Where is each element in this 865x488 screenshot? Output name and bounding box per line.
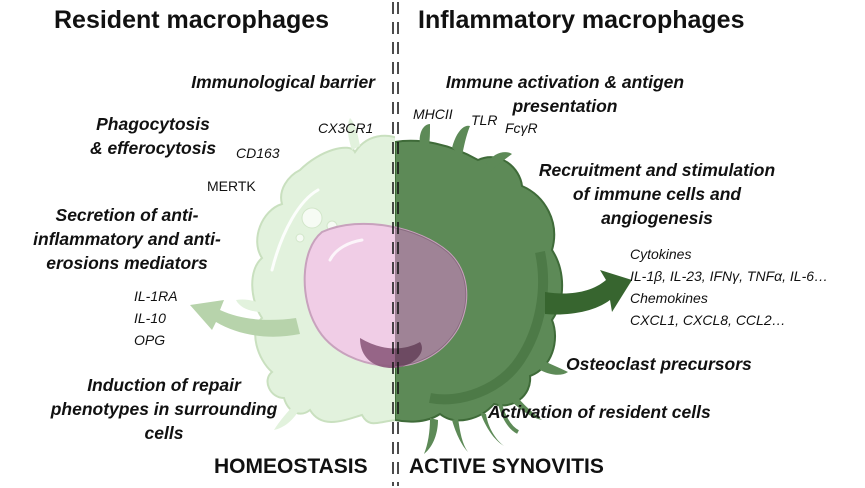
mediator-opg: OPG <box>134 332 166 348</box>
inflammatory-pseudopod <box>508 392 542 420</box>
inflammatory-pseudopod <box>452 418 468 452</box>
inflammatory-pseudopod <box>452 125 470 156</box>
footer-homeostasis: HOMEOSTASIS <box>214 455 368 478</box>
label-repair: Induction of repair phenotypes in surrou… <box>44 373 284 445</box>
mediator-cytokines: IL-1β, IL-23, IFNγ, TNFα, IL-6… <box>630 268 829 284</box>
label-line: Secretion of anti- <box>55 205 199 225</box>
label-immunological-barrier: Immunological barrier <box>191 72 375 92</box>
inflammatory-pseudopod <box>498 403 520 434</box>
inflammatory-pseudopod <box>480 412 504 446</box>
center-divider <box>392 2 399 486</box>
label-activation-resident: Activation of resident cells <box>488 402 711 422</box>
label-line: angiogenesis <box>601 208 713 228</box>
title-resident: Resident macrophages <box>54 6 330 34</box>
resident-pseudopod <box>236 299 268 312</box>
right-mediators-list: Cytokines IL-1β, IL-23, IFNγ, TNFα, IL-6… <box>630 243 828 331</box>
label-line: phenotypes in surrounding <box>50 399 278 419</box>
label-line: Phagocytosis <box>96 114 210 134</box>
label-line: erosions mediators <box>46 253 208 273</box>
inflammatory-pseudopod <box>486 152 512 172</box>
marker-cx3cr1: CX3CR1 <box>318 120 374 136</box>
inflammatory-pseudopod <box>424 418 438 454</box>
label-immune-activation: Immune activation & antigen presentation <box>420 70 710 118</box>
label-line: Induction of repair <box>87 375 241 395</box>
marker-fcgr: FcγR <box>505 120 538 136</box>
label-secretion: Secretion of anti- inflammatory and anti… <box>28 203 226 275</box>
label-line: Immune activation & antigen <box>445 72 685 92</box>
inflammatory-shadow <box>429 250 549 405</box>
vesicle <box>301 207 323 229</box>
mediator-il10: IL-10 <box>134 310 166 326</box>
nucleus-highlight <box>328 238 364 262</box>
label-line: presentation <box>512 96 618 116</box>
marker-tlr: TLR <box>471 112 498 128</box>
label-line: of immune cells and <box>572 184 742 204</box>
label-osteoclast-precursors: Osteoclast precursors <box>566 354 752 374</box>
membrane-highlight <box>270 188 320 272</box>
marker-cd163: CD163 <box>236 145 280 161</box>
resident-pseudopod <box>347 118 360 150</box>
right-arrow <box>545 270 632 315</box>
mediator-chemokines: CXCL1, CXCL8, CCL2… <box>630 312 786 328</box>
nucleus-fold <box>360 338 422 368</box>
footer-active-synovitis: ACTIVE SYNOVITIS <box>409 455 604 478</box>
vesicle <box>295 233 305 243</box>
left-mediators-list: IL-1RA IL-10 OPG <box>134 285 178 351</box>
label-recruitment: Recruitment and stimulation of immune ce… <box>524 158 790 230</box>
resident-pseudopod <box>274 402 300 430</box>
left-arrow <box>190 300 300 337</box>
title-inflammatory: Inflammatory macrophages <box>418 6 745 34</box>
label-phagocytosis: Phagocytosis & efferocytosis <box>78 112 228 160</box>
mediator-chemokines-heading: Chemokines <box>630 290 708 306</box>
marker-mhcii: MHCII <box>413 106 453 122</box>
marker-mertk: MERTK <box>207 178 256 194</box>
mediator-il1ra: IL-1RA <box>134 288 178 304</box>
nucleus-body <box>303 222 468 368</box>
inflammatory-pseudopod <box>540 360 568 375</box>
label-line: Recruitment and stimulation <box>538 160 776 180</box>
label-line: cells <box>144 423 184 443</box>
inflammatory-pseudopod <box>419 124 430 150</box>
mediator-cytokines-heading: Cytokines <box>630 246 692 262</box>
label-line: & efferocytosis <box>89 138 217 158</box>
label-line: inflammatory and anti- <box>33 229 221 249</box>
